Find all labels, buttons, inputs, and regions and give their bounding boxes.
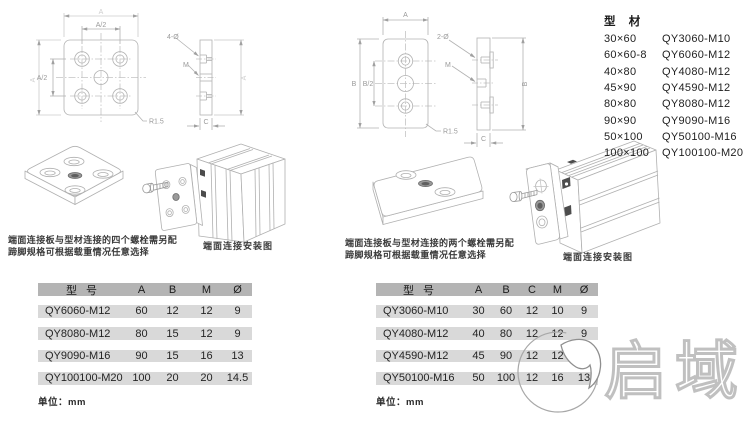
note-right-line2: 蹄脚规格可根据载重情况任意选择 [345, 250, 487, 261]
unit-label-left: 单位：mm [38, 397, 86, 409]
note-right-line1: 端面连接板与型材连接的两个螺栓需另配 [345, 238, 515, 248]
table-row: QY8080-M12 80 15 12 9 [38, 327, 252, 341]
dim-r15-1: R1.5 [149, 119, 164, 126]
table-left-header: 型 号 A B M Ø [38, 283, 252, 297]
assembly2-screw [509, 190, 538, 202]
unit-label-right: 单位：mm [376, 397, 424, 409]
spec-table-rect-plates: 型 号 A B C M Ø QY3060-M10 30 60 12 10 9 Q… [376, 283, 598, 408]
label-thread-m1: M [183, 62, 189, 69]
note-right: 端面连接板与型材连接的两个螺栓需另配 蹄脚规格可根据载重情况任意选择 [345, 237, 514, 262]
table-row: QY100100-M20 100 20 20 14.5 [38, 372, 252, 385]
table-row: QY50100-M16 50 100 12 16 13 [376, 372, 598, 385]
table-row: QY9090-M16 90 15 16 13 [38, 349, 252, 363]
label-thread-m2: M [445, 62, 451, 69]
dim-b-left: B [352, 81, 357, 88]
install-caption-right: 端面连接安装图 [563, 252, 634, 262]
dim-a-side1: A [241, 75, 248, 80]
front-view-square-plate [36, 13, 147, 122]
assembly1-plate [154, 163, 203, 231]
note-left-line1: 端面连接板与型材连接的四个螺栓需另配 [8, 235, 178, 245]
dim-c-side2: C [481, 136, 486, 143]
dim-b-side2: B [522, 81, 529, 86]
iso2-holes [395, 170, 456, 197]
iso-square-plate [24, 145, 124, 205]
dim-a2-left: A/2 [37, 75, 48, 82]
dim-a-top2: A [403, 12, 408, 19]
dim-c-side1: C [203, 119, 208, 126]
spec-table-square-plates: 型 号 A B M Ø QY6060-M12 60 12 12 9 QY8080… [38, 283, 252, 408]
iso1-holes [39, 156, 114, 195]
side-view-rect-plate [448, 37, 526, 147]
dim-a2-top: A/2 [96, 22, 107, 29]
profile-list-title: 型 材 [604, 16, 646, 28]
label-2holes: 2-Ø [437, 34, 449, 41]
label-4holes: 4-Ø [167, 34, 179, 41]
install-caption-left: 端面连接安装图 [203, 241, 274, 251]
table-row: QY3060-M10 30 60 12 10 9 [376, 305, 598, 318]
dim-a-top: A [99, 9, 104, 16]
assembly1-profile [196, 143, 286, 243]
note-left: 端面连接板与型材连接的四个螺栓需另配 蹄脚规格可根据载重情况任意选择 [8, 234, 177, 259]
assembly1-screw [142, 181, 169, 194]
iso-rect-plate [372, 156, 484, 225]
table-row: QY4080-M12 40 80 12 12 9 [376, 327, 598, 341]
table-row: QY4590-M12 45 90 12 12 13 [376, 349, 598, 363]
assembly-square-plate [142, 143, 286, 243]
dim-b2-left: B/2 [363, 81, 374, 88]
note-left-line2: 蹄脚规格可根据载重情况任意选择 [8, 247, 150, 258]
dim-r15-2: R1.5 [443, 129, 458, 136]
front-view-rect-plate [357, 17, 441, 137]
table-right-header: 型 号 A B C M Ø [376, 283, 598, 297]
assembly2-plate [525, 162, 569, 245]
assembly-rect-plate [509, 140, 661, 254]
dim-a-left: A [30, 77, 37, 82]
side-view-square-plate [175, 37, 244, 130]
table-row: QY6060-M12 60 12 12 9 [38, 305, 252, 318]
